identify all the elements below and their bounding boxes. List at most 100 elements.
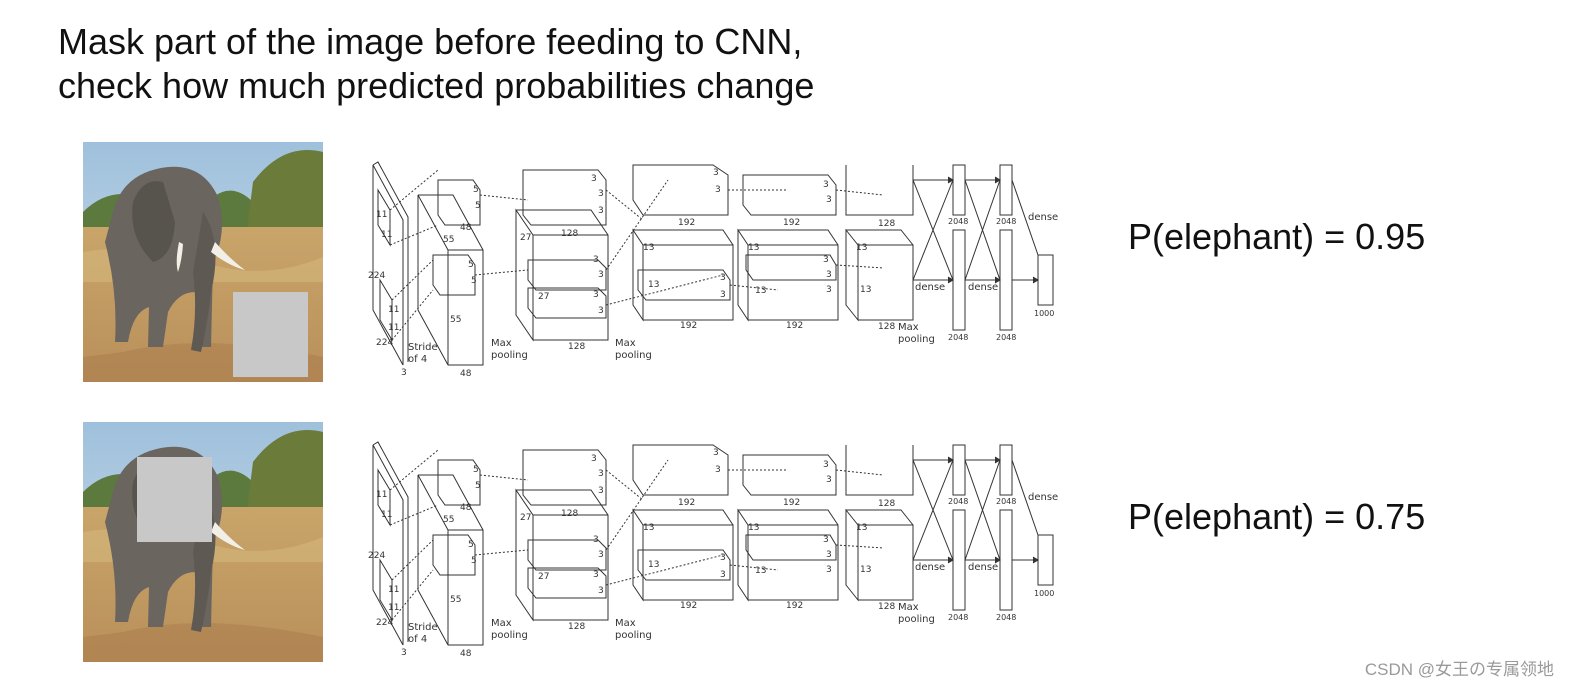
output-size-label: 1000	[1034, 589, 1054, 598]
output-size-label: 1000	[1034, 309, 1054, 318]
max-pooling-1a: Max	[491, 618, 512, 629]
kernel3-label-3: 3	[598, 206, 604, 216]
conv1-depth-label: 48	[460, 503, 472, 513]
conv4-size-label-2: 13	[755, 286, 766, 296]
dense-label-2: dense	[968, 562, 998, 573]
kernel3-label-16: 3	[826, 565, 832, 575]
max-pooling-3a: Max	[898, 602, 919, 613]
occlusion-mask	[233, 292, 308, 377]
kernel-label-3: 11	[388, 585, 399, 595]
conv4-depth-label: 192	[783, 218, 800, 228]
kernel-label: 11	[376, 490, 387, 500]
kernel2-label-2: 5	[475, 201, 481, 211]
conv2-size-label-2: 27	[538, 292, 549, 302]
kernel2-label-4: 5	[471, 276, 477, 286]
kernel3-label-15: 3	[826, 270, 832, 280]
kernel3-label-2: 3	[598, 469, 604, 479]
conv5-depth-label-2: 128	[878, 322, 895, 332]
kernel3-label-5: 3	[598, 270, 604, 280]
kernel3-label: 3	[591, 174, 597, 184]
kernel3-label-4: 3	[593, 535, 599, 545]
conv1-size-label-2: 55	[450, 315, 461, 325]
fc-size-label-4: 2048	[996, 333, 1016, 342]
kernel2-label: 5	[473, 185, 479, 195]
kernel2-label-2: 5	[475, 481, 481, 491]
fc-size-label-3: 2048	[996, 497, 1016, 506]
conv1-depth-label-2: 48	[460, 369, 472, 379]
slide-title: Mask part of the image before feeding to…	[58, 20, 814, 108]
kernel3-label-7: 3	[598, 306, 604, 316]
conv4-depth-label: 192	[783, 498, 800, 508]
occlusion-mask	[137, 457, 212, 542]
kernel3-label-13: 3	[826, 195, 832, 205]
dense-label-1: dense	[915, 282, 945, 293]
conv5-depth-label: 128	[878, 219, 895, 229]
kernel-label-4: 11	[388, 603, 399, 613]
kernel2-label-4: 5	[471, 556, 477, 566]
kernel-label-3: 11	[388, 305, 399, 315]
kernel3-label-14: 3	[823, 255, 829, 265]
conv5-size-label-2: 13	[860, 565, 871, 575]
fc-size-label-3: 2048	[996, 217, 1016, 226]
max-pooling-3b: pooling	[898, 334, 935, 345]
title-line-1: Mask part of the image before feeding to…	[58, 20, 814, 64]
kernel3-label-2: 3	[598, 189, 604, 199]
kernel-label-4: 11	[388, 323, 399, 333]
kernel3-label-13: 3	[826, 475, 832, 485]
conv3-size-label-2: 13	[648, 280, 659, 290]
conv2-depth-label-2: 128	[568, 342, 585, 352]
stride-text-2: of 4	[408, 634, 427, 645]
kernel2-label-3: 5	[468, 540, 474, 550]
conv3-depth-label: 192	[678, 218, 695, 228]
max-pooling-2a: Max	[615, 618, 636, 629]
stride-text-1: Stride	[408, 622, 438, 633]
kernel2-label-3: 5	[468, 260, 474, 270]
input-size-label: 224	[368, 271, 385, 281]
max-pooling-3b: pooling	[898, 614, 935, 625]
kernel3-label: 3	[591, 454, 597, 464]
kernel3-label-16: 3	[826, 285, 832, 295]
conv2-size-label: 27	[520, 233, 531, 243]
cnn-architecture-diagram: 224 224 11 11 11 11 Stride of 4 3 55 55 …	[368, 150, 1063, 390]
stride-text-2: of 4	[408, 354, 427, 365]
kernel3-label-9: 3	[715, 465, 721, 475]
conv5-depth-label: 128	[878, 499, 895, 509]
input-channels-label: 3	[401, 368, 407, 378]
max-pooling-1b: pooling	[491, 630, 528, 641]
kernel2-label: 5	[473, 465, 479, 475]
conv3-size-label: 13	[643, 523, 654, 533]
title-line-2: check how much predicted probabilities c…	[58, 64, 814, 108]
fc-size-label-1: 2048	[948, 497, 968, 506]
max-pooling-2b: pooling	[615, 350, 652, 361]
conv1-size-label: 55	[443, 235, 454, 245]
probability-label-1: P(elephant) = 0.95	[1128, 216, 1425, 258]
conv1-size-label-2: 55	[450, 595, 461, 605]
dense-label-1: dense	[915, 562, 945, 573]
conv2-size-label: 27	[520, 513, 531, 523]
kernel-label-2: 11	[381, 230, 392, 240]
conv4-depth-label-2: 192	[786, 321, 803, 331]
max-pooling-2b: pooling	[615, 630, 652, 641]
cnn-architecture-diagram-2: 224 224 11 11 11 11 Stride of 4 3 55 55 …	[368, 430, 1063, 670]
kernel3-label-10: 3	[720, 273, 726, 283]
kernel3-label-9: 3	[715, 185, 721, 195]
kernel3-label-6: 3	[593, 570, 599, 580]
kernel3-label-12: 3	[823, 460, 829, 470]
conv1-depth-label-2: 48	[460, 649, 472, 659]
watermark: CSDN @女王の专属领地	[1365, 655, 1554, 680]
kernel3-label-11: 3	[720, 570, 726, 580]
kernel3-label-4: 3	[593, 255, 599, 265]
conv5-size-label: 13	[856, 243, 867, 253]
dense-label-3: dense	[1028, 212, 1058, 223]
input-size-label-2: 224	[376, 338, 393, 348]
kernel3-label-11: 3	[720, 290, 726, 300]
stride-text-1: Stride	[408, 342, 438, 353]
conv5-size-label: 13	[856, 523, 867, 533]
conv3-depth-label-2: 192	[680, 601, 697, 611]
kernel3-label-10: 3	[720, 553, 726, 563]
input-size-label-2: 224	[376, 618, 393, 628]
elephant-photo-masked	[83, 422, 323, 662]
input-channels-label: 3	[401, 648, 407, 658]
conv5-depth-label-2: 128	[878, 602, 895, 612]
kernel3-label-3: 3	[598, 486, 604, 496]
